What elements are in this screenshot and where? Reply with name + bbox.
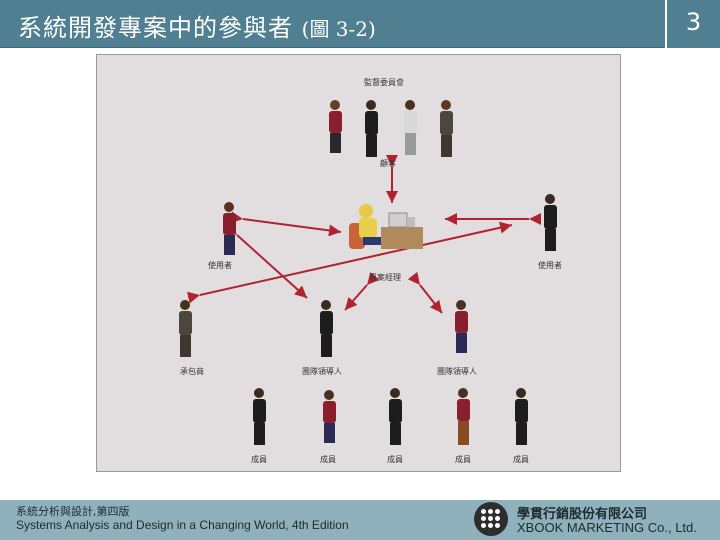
arrow-pm-leader1 <box>345 285 367 310</box>
label-contractor: 承包商 <box>180 366 204 376</box>
person-icon <box>179 300 192 357</box>
label-customer: 顧客 <box>380 158 396 168</box>
person-icon <box>457 388 470 445</box>
page-number-box: 3 <box>667 0 720 48</box>
person-icon <box>253 388 266 445</box>
person-icon <box>389 388 402 445</box>
label-oversight-committee: 監督委員會 <box>364 77 404 87</box>
publisher-logo-icon <box>474 502 508 536</box>
label-member: 成員 <box>513 454 529 464</box>
label-project-manager: 專案經理 <box>369 272 401 282</box>
slide-title: 系統開發專案中的參與者 (圖 3-2) <box>18 8 376 43</box>
slide-header: 系統開發專案中的參與者 (圖 3-2) 3 <box>0 0 720 48</box>
oversight-committee-group <box>329 100 453 157</box>
person-icon <box>320 300 333 357</box>
arrow-user-left-pm <box>243 219 341 232</box>
label-member: 成員 <box>320 454 336 464</box>
person-icon <box>440 100 453 157</box>
title-bar: 系統開發專案中的參與者 (圖 3-2) <box>0 0 665 48</box>
label-user-left: 使用者 <box>208 260 232 270</box>
person-icon <box>365 100 378 157</box>
project-manager-desk <box>349 204 423 249</box>
label-user-right: 使用者 <box>538 260 562 270</box>
slide-title-text: 系統開發專案中的參與者 <box>18 14 293 42</box>
label-team-leader-2: 團隊領導人 <box>437 366 477 376</box>
person-icon <box>323 390 336 443</box>
arrow-user-left-leader1 <box>237 235 307 298</box>
members-group <box>253 388 528 445</box>
page-number: 3 <box>667 8 720 36</box>
person-icon <box>329 100 342 153</box>
participants-figure: 監督委員會 顧客 使用者 使用者 專案經理 承包商 團隊領導人 團隊領導人 成員… <box>96 54 621 472</box>
book-title-en: Systems Analysis and Design in a Changin… <box>16 518 349 532</box>
person-icon <box>455 300 468 353</box>
label-member: 成員 <box>251 454 267 464</box>
person-icon <box>544 194 557 251</box>
book-title-zh: 系統分析與設計,第四版 <box>16 503 130 519</box>
label-member: 成員 <box>455 454 471 464</box>
person-icon <box>223 202 236 255</box>
person-icon <box>404 100 417 155</box>
arrow-pm-leader2 <box>420 285 442 313</box>
publisher-name-en: XBOOK MARKETING Co., Ltd. <box>517 520 697 535</box>
person-icon <box>515 388 528 445</box>
slide-title-figure-ref: (圖 3-2) <box>302 17 376 41</box>
label-team-leader-1: 團隊領導人 <box>302 366 342 376</box>
label-member: 成員 <box>387 454 403 464</box>
participants-diagram: 監督委員會 顧客 使用者 使用者 專案經理 承包商 團隊領導人 團隊領導人 成員… <box>97 55 622 473</box>
